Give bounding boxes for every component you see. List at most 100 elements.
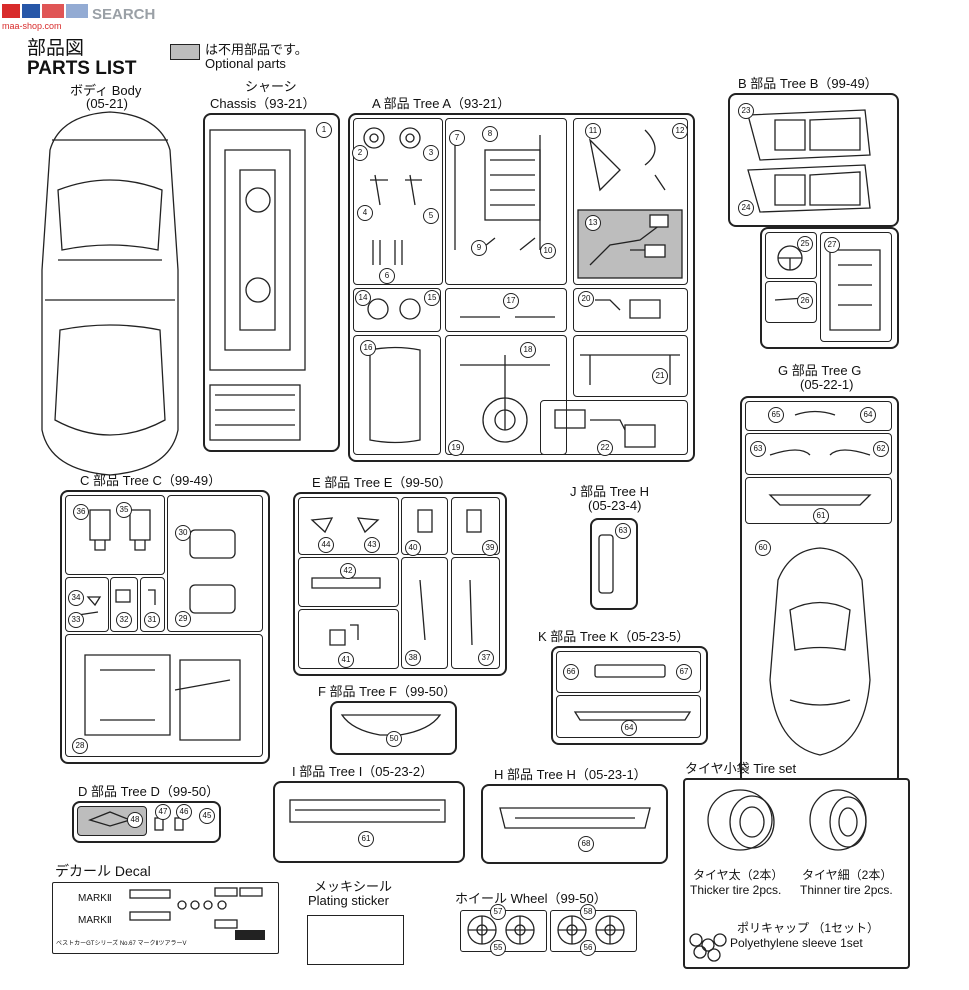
part-number: 11 bbox=[585, 123, 601, 139]
tree-h-frame bbox=[481, 784, 668, 864]
part-number: 31 bbox=[144, 612, 160, 628]
tree-c-cell bbox=[140, 577, 165, 632]
chassis-label: Chassis（93-21） bbox=[210, 96, 316, 111]
tree-j-code: (05-23-4) bbox=[588, 498, 642, 513]
tree-e-cell bbox=[401, 497, 448, 555]
tree-f-label: F 部品 Tree F（99-50） bbox=[318, 684, 457, 699]
tree-k-cell bbox=[556, 651, 701, 693]
part-number: 48 bbox=[127, 812, 143, 828]
part-number: 63 bbox=[750, 441, 766, 457]
tree-e-cell bbox=[298, 497, 399, 555]
body-code: (05-21) bbox=[86, 96, 128, 111]
part-number: 18 bbox=[520, 342, 536, 358]
part-number: 35 bbox=[116, 502, 132, 518]
tree-b-cell bbox=[765, 232, 817, 279]
part-number: 22 bbox=[597, 440, 613, 456]
tree-i-label: I 部品 Tree I（05-23-2） bbox=[292, 764, 434, 779]
part-number: 24 bbox=[738, 200, 754, 216]
part-number: 39 bbox=[482, 540, 498, 556]
decal-frame bbox=[52, 882, 279, 954]
tire-thick-en: Thicker tire 2pcs. bbox=[690, 883, 782, 897]
part-number: 5 bbox=[423, 208, 439, 224]
tire-set-title: タイヤ小袋 Tire set bbox=[685, 761, 797, 776]
tree-a-cell bbox=[573, 335, 688, 397]
decal-mark-2: MARKⅡ bbox=[78, 915, 112, 926]
part-number: 27 bbox=[824, 237, 840, 253]
tree-a-cell bbox=[353, 118, 443, 285]
part-number: 60 bbox=[755, 540, 771, 556]
part-number: 16 bbox=[360, 340, 376, 356]
part-number: 12 bbox=[672, 123, 688, 139]
tree-k-cell bbox=[556, 695, 701, 738]
part-number: 6 bbox=[379, 268, 395, 284]
part-number: 64 bbox=[860, 407, 876, 423]
watermark-url: maa-shop.com bbox=[2, 21, 62, 31]
part-number: 61 bbox=[813, 508, 829, 524]
part-number: 46 bbox=[176, 804, 192, 820]
tree-e-cell bbox=[298, 557, 399, 607]
tree-a-cell bbox=[573, 288, 688, 332]
part-number: 66 bbox=[563, 664, 579, 680]
part-number: 37 bbox=[478, 650, 494, 666]
tree-a-frame bbox=[348, 113, 695, 462]
tree-c-cell bbox=[110, 577, 138, 632]
part-number: 40 bbox=[405, 540, 421, 556]
chassis-jp: シャーシ bbox=[245, 79, 297, 94]
tree-c-cell bbox=[65, 634, 263, 757]
part-number: 30 bbox=[175, 525, 191, 541]
part-number: 21 bbox=[652, 368, 668, 384]
poly-jp: ポリキャップ （1セット） bbox=[737, 921, 880, 935]
part-number: 8 bbox=[482, 126, 498, 142]
part-number: 13 bbox=[585, 215, 601, 231]
part-number: 2 bbox=[352, 145, 368, 161]
tire-set-frame bbox=[683, 778, 910, 969]
tire-thin-en: Thinner tire 2pcs. bbox=[800, 883, 893, 897]
watermark-brand: SEARCH bbox=[92, 6, 156, 23]
tree-b-label: B 部品 Tree B（99-49） bbox=[738, 76, 878, 91]
part-number: 61 bbox=[358, 831, 374, 847]
tree-g-frame bbox=[740, 396, 899, 785]
part-number: 1 bbox=[316, 122, 332, 138]
tree-e-cell bbox=[401, 557, 448, 669]
tree-a-cell bbox=[445, 288, 567, 332]
part-number: 20 bbox=[578, 291, 594, 307]
part-number: 38 bbox=[405, 650, 421, 666]
page-title-en: PARTS LIST bbox=[27, 58, 137, 79]
tree-a-cell bbox=[353, 335, 441, 455]
part-number: 44 bbox=[318, 537, 334, 553]
tree-a-cell bbox=[353, 288, 441, 332]
part-number: 56 bbox=[580, 940, 596, 956]
part-number: 26 bbox=[797, 293, 813, 309]
part-number: 25 bbox=[797, 236, 813, 252]
page-title-jp: 部品図 bbox=[27, 38, 85, 59]
tree-g-label: G 部品 Tree G bbox=[778, 363, 862, 378]
part-number: 23 bbox=[738, 103, 754, 119]
part-number: 42 bbox=[340, 563, 356, 579]
tree-e-label: E 部品 Tree E（99-50） bbox=[312, 475, 452, 490]
decal-footer: ベストカーGTシリーズ No.67 マークⅡツアラーV bbox=[56, 941, 187, 947]
tree-b-cell bbox=[820, 232, 892, 342]
tree-g-cell bbox=[745, 433, 892, 475]
tire-thick-jp: タイヤ太（2本） bbox=[693, 868, 784, 882]
part-number: 62 bbox=[873, 441, 889, 457]
tree-a-cell bbox=[445, 118, 567, 285]
part-number: 33 bbox=[68, 612, 84, 628]
part-number: 41 bbox=[338, 652, 354, 668]
tree-g-cell bbox=[745, 401, 892, 431]
tree-g-code: (05-22-1) bbox=[800, 377, 854, 392]
legend-jp: は不用部品です。 bbox=[205, 42, 308, 57]
part-number: 57 bbox=[490, 904, 506, 920]
watermark-logo bbox=[0, 0, 170, 32]
tree-c-cell bbox=[65, 577, 109, 632]
tree-a-label: A 部品 Tree A（93-21） bbox=[372, 96, 511, 111]
